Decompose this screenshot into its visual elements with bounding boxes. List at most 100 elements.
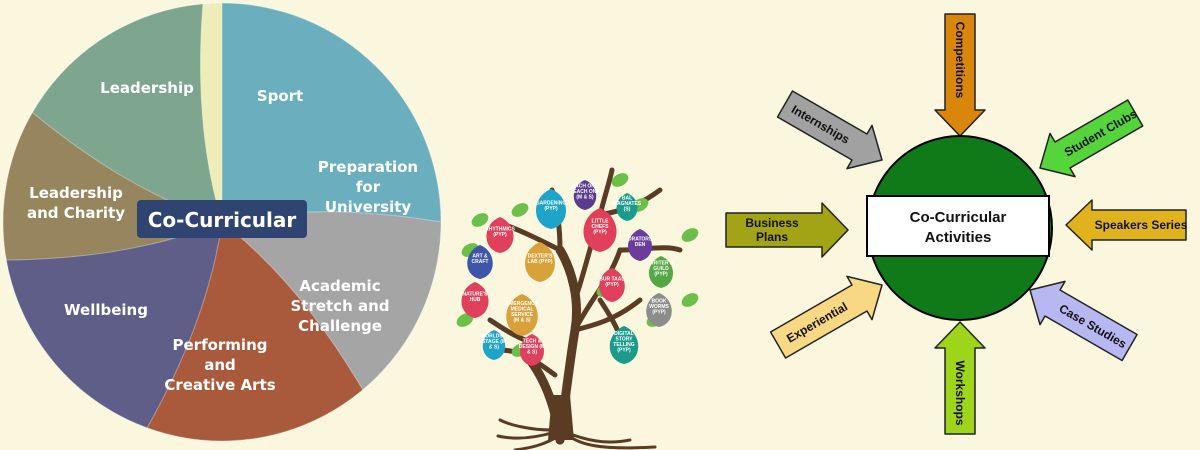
- tree-root: [498, 418, 554, 432]
- tree-leaf-shape: [486, 217, 514, 253]
- tree-leaf: GARDENING(PYP): [536, 189, 567, 229]
- hub-arrow-workshops: Workshops: [934, 321, 986, 435]
- tree-leaf-label: GARDENING(PYP): [536, 200, 567, 212]
- hub-arrow-shape: [769, 275, 883, 359]
- tree-root: [563, 430, 632, 444]
- tree-leaf-shape: [461, 282, 489, 318]
- tree-small-leaf: [611, 173, 629, 187]
- tree-leaf: RHYTHMICS(PYP): [485, 217, 516, 253]
- tree-leaf-label: ART &CRAFT: [472, 253, 489, 265]
- tree-branch: [617, 245, 683, 253]
- pie-segment-label-1: Sport: [257, 87, 303, 105]
- tree-root: [566, 433, 657, 450]
- tree-small-leaf: [511, 203, 529, 217]
- pie-segment-label-7: Leadership: [100, 79, 194, 97]
- tree-leaf-shape: [525, 242, 555, 282]
- hub-arrow-competitions: Competitions: [934, 13, 986, 137]
- hub-arrow-label: Competitions: [953, 22, 967, 99]
- tree-leaf: ART &CRAFT: [467, 245, 493, 279]
- tree-leaf-shape: [599, 268, 625, 302]
- tree-small-leaf: [456, 313, 474, 327]
- hub-arrow-label: Speakers Series: [1095, 218, 1188, 232]
- hub-arrow-student-clubs: Student Clubs: [1039, 99, 1144, 178]
- tree-leaf-shape: [536, 189, 566, 229]
- tree-small-leaf: [681, 293, 699, 307]
- tree-leaf: SUR TAAL(PYP): [599, 268, 625, 302]
- hub-arrow-shape: [934, 321, 986, 435]
- tree-leaf-shape: [506, 294, 538, 336]
- pie-segment-1: [221, 2, 442, 223]
- tree-branch: [572, 297, 643, 333]
- hub-arrow-shape: [1065, 199, 1187, 251]
- tree-root: [496, 430, 557, 440]
- tree-leaf-label: SUR TAAL(PYP): [600, 276, 625, 288]
- tree-leaf-shape: [616, 193, 638, 221]
- tree-leaf-shape: [467, 245, 493, 279]
- tree-leaf-shape: [646, 293, 672, 327]
- hub-title-line1: Co-Curricular: [910, 209, 1007, 226]
- hub-title-box: [866, 195, 1050, 257]
- tree-leaf-label: TECH &DESIGN (M& S): [519, 339, 545, 356]
- hub-arrow-case-studies: Case Studies: [1029, 280, 1138, 362]
- hub-arrow-speakers-series: Speakers Series: [1065, 199, 1188, 251]
- pie-center-label: Co-Curricular: [148, 208, 297, 232]
- tree-leaf-shape: [583, 208, 617, 252]
- tree-leaf-shape: [482, 330, 506, 360]
- tree-leaf-shape: [609, 326, 639, 364]
- tree-leaf-shape: [573, 180, 597, 210]
- hub-center: Co-Curricular Activities: [866, 135, 1053, 321]
- hub-arrow-shape: [1029, 280, 1138, 362]
- tree-root: [513, 433, 562, 450]
- pie-center-badge: Co-Curricular: [137, 200, 307, 238]
- hub-arrow-experiential: Experiential: [769, 275, 883, 359]
- hub-arrow-shape: [725, 202, 849, 258]
- tree-leaf-shape: [649, 256, 673, 288]
- tree-small-leaf: [681, 228, 699, 242]
- tree-small-leaf: [471, 213, 489, 227]
- hub-title-line2: Activities: [925, 229, 992, 246]
- hub-arrow-shape: [776, 90, 883, 170]
- tree-leaf-label: RHYTHMICS(PYP): [485, 226, 515, 238]
- tree-leaf: TECH &DESIGN (M& S): [519, 334, 545, 366]
- hub-arrow-shape: [934, 13, 986, 137]
- pie-center-box: [137, 200, 307, 238]
- hub-arrow-shape: [1039, 99, 1144, 178]
- hub-arrow-internships: Internships: [776, 90, 883, 170]
- hub-arrow-label: Workshops: [953, 360, 967, 425]
- tree-leaf-shape: [628, 229, 652, 261]
- tree-branch: [597, 167, 615, 218]
- pie-segment-label-5: Wellbeing: [64, 301, 148, 319]
- tree-trunk: [548, 395, 574, 440]
- tree-leaf-shape: [520, 334, 544, 366]
